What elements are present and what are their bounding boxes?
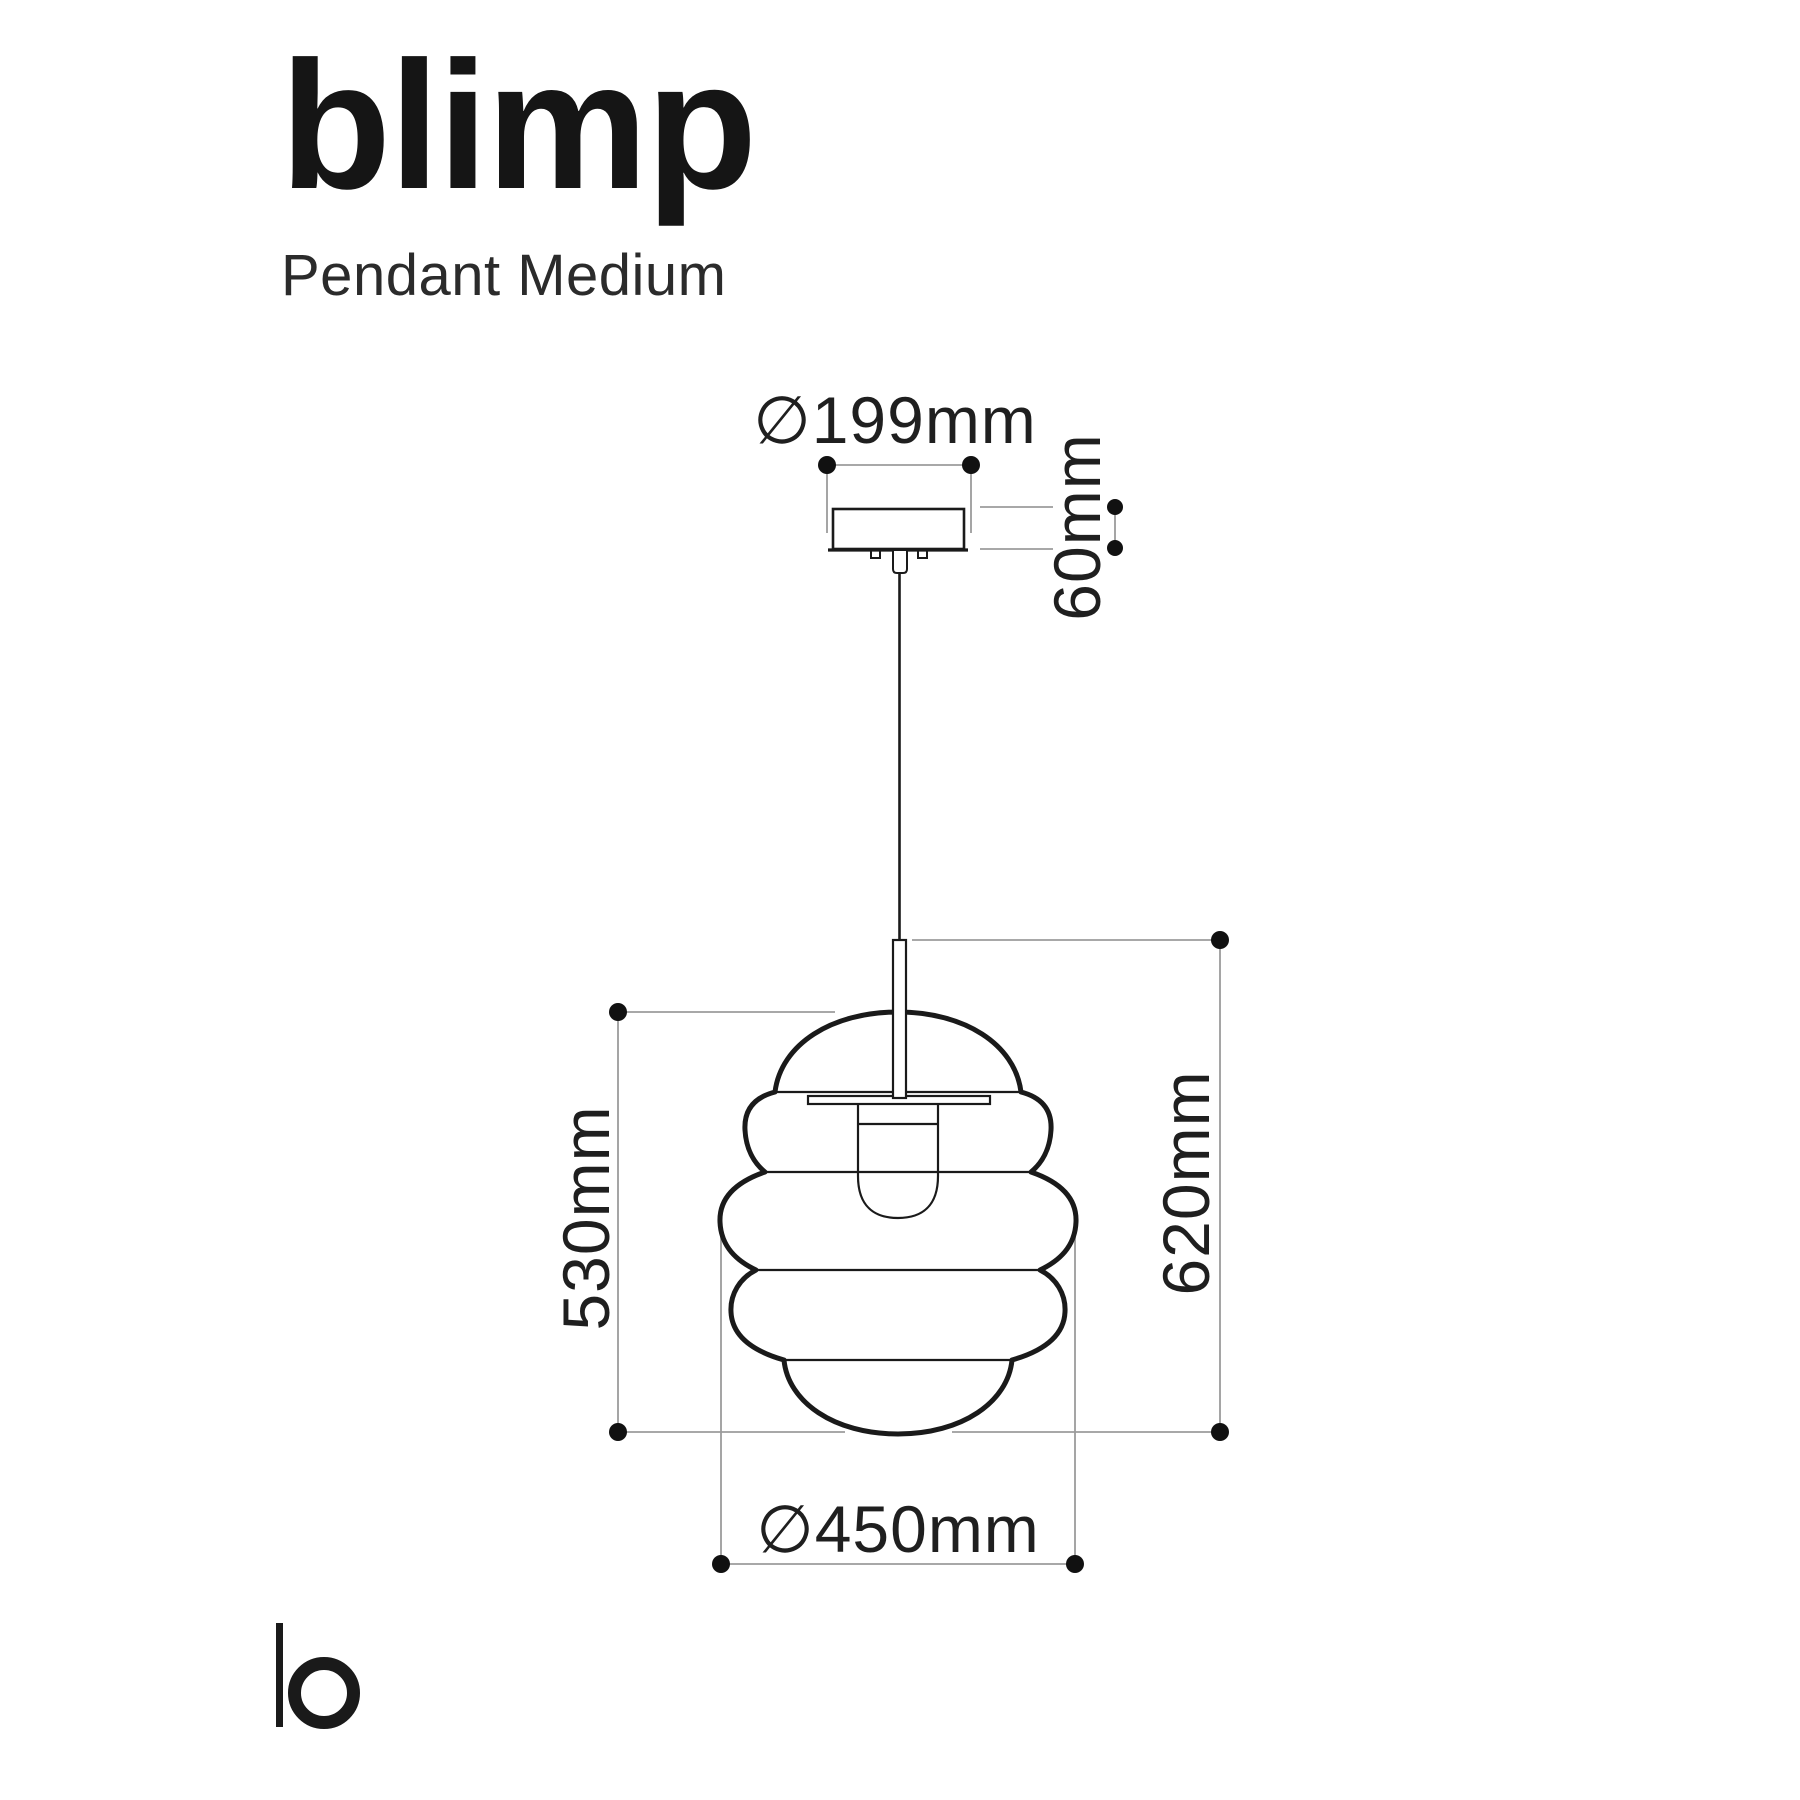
glass-height-label: 530mm xyxy=(549,1105,623,1330)
dimension-labels: ∅199mm 60mm 530mm 620mm ∅450mm xyxy=(549,383,1223,1566)
dim-endpoint-dot xyxy=(1107,540,1123,556)
dim-endpoint-dot xyxy=(609,1003,627,1021)
bomma-b-logo xyxy=(276,1623,360,1729)
glass-diameter-dimension xyxy=(712,1224,1084,1573)
dim-endpoint-dot xyxy=(609,1423,627,1441)
dimension-lines xyxy=(609,456,1229,1573)
dim-endpoint-dot xyxy=(712,1555,730,1573)
canopy-height-label: 60mm xyxy=(1040,433,1114,620)
page-subtitle: Pendant Medium xyxy=(281,243,727,308)
glass-diameter-label: ∅450mm xyxy=(756,1492,1040,1566)
canopy-screw-tab xyxy=(917,551,928,559)
dim-endpoint-dot xyxy=(962,456,980,474)
logo-stem xyxy=(276,1623,283,1727)
dim-endpoint-dot xyxy=(1211,931,1229,949)
logo-ring xyxy=(288,1657,360,1729)
dim-endpoint-dot xyxy=(1107,499,1123,515)
glass-height-dimension xyxy=(609,1003,845,1441)
suspension-rod xyxy=(891,938,908,1100)
page-title: blimp xyxy=(280,23,757,227)
canopy-screw-tab xyxy=(870,551,881,559)
overall-height-dimension xyxy=(912,931,1229,1441)
canopy-diameter-label: ∅199mm xyxy=(753,383,1037,457)
cable-grip xyxy=(892,551,908,574)
overall-height-label: 620mm xyxy=(1149,1070,1223,1295)
dim-endpoint-dot xyxy=(818,456,836,474)
pendant-fixture xyxy=(717,507,1079,1437)
light-bulb xyxy=(856,1104,940,1220)
dim-endpoint-dot xyxy=(1211,1423,1229,1441)
ceiling-canopy xyxy=(828,507,968,574)
bulb-assembly xyxy=(856,1104,940,1220)
canopy-height-dimension xyxy=(980,499,1123,556)
canopy-diameter-dimension xyxy=(818,456,980,533)
dim-endpoint-dot xyxy=(1066,1555,1084,1573)
glass-shade xyxy=(717,1009,1079,1437)
